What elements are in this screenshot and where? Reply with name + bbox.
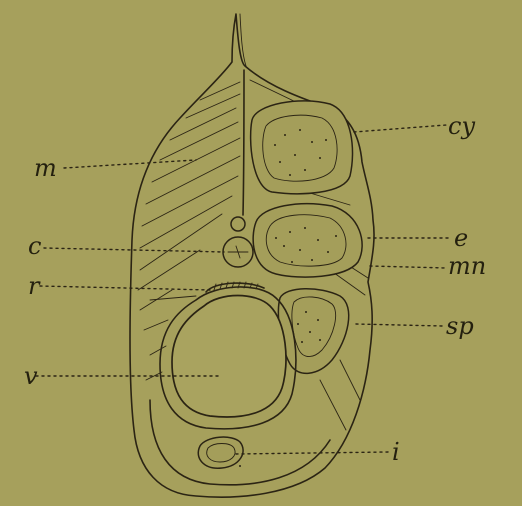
leader-cy	[354, 125, 446, 132]
leader-m	[64, 160, 196, 168]
label-sp: sp	[446, 312, 474, 340]
label-e: e	[454, 224, 468, 252]
septum	[243, 70, 244, 215]
label-i: i	[392, 438, 400, 466]
leader-r	[40, 286, 210, 290]
label-v: v	[24, 362, 38, 390]
label-m: m	[34, 154, 57, 182]
cavity-v	[172, 296, 286, 417]
label-c: c	[28, 232, 41, 260]
leader-sp	[356, 324, 442, 326]
leader-i	[236, 452, 388, 454]
leader-mn	[370, 266, 446, 268]
structure-i	[198, 437, 243, 468]
label-r: r	[28, 272, 41, 300]
cord-small	[231, 217, 245, 231]
gland-sp	[278, 289, 348, 374]
label-cy: cy	[448, 112, 475, 140]
label-mn: mn	[448, 252, 486, 280]
